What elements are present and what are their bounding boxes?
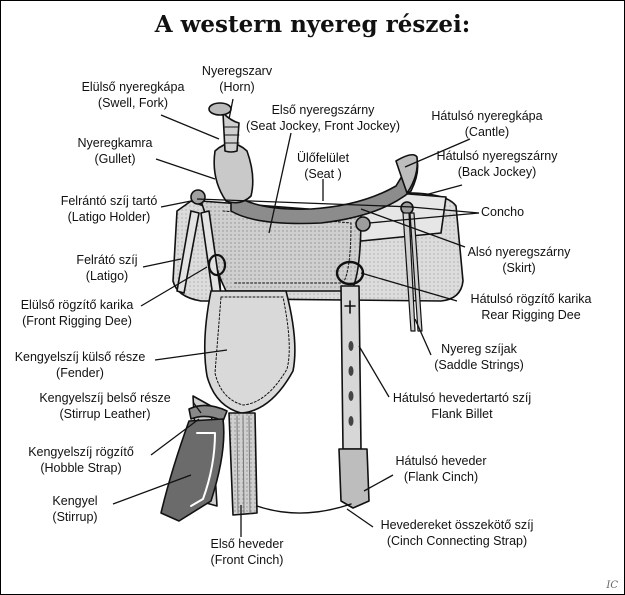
- label-front-cinch: Első heveder(Front Cinch): [210, 537, 284, 567]
- label-back-jockey: Hátulsó nyeregszárny(Back Jockey): [436, 149, 558, 179]
- label-skirt: Alsó nyeregszárny(Skirt): [467, 245, 571, 275]
- label-concho: Concho: [481, 205, 525, 219]
- latigo-holder-knob: [190, 189, 206, 205]
- fender-shape: [203, 290, 296, 414]
- label-swell: Elülső nyeregkápa(Swell, Fork): [81, 80, 185, 110]
- label-latigo: Felrátó szíj(Latigo): [76, 253, 138, 283]
- flank-cinch-shape: [338, 448, 370, 509]
- label-front-dee: Elülső rögzítő karika(Front Rigging Dee): [20, 298, 134, 328]
- label-flank-cinch: Hátulsó heveder(Flank Cinch): [395, 454, 487, 484]
- leader-lines: [112, 98, 480, 537]
- horn-cap: [208, 102, 232, 116]
- label-gullet: Nyeregkamra(Gullet): [77, 136, 153, 166]
- horn-shape: [222, 112, 240, 153]
- label-seat-jockey: Első nyeregszárny(Seat Jockey, Front Joc…: [246, 103, 400, 133]
- label-latigo-holder: Felrántó szíj tartó(Latigo Holder): [60, 194, 158, 224]
- diagram-title: A western nyereg részei:: [154, 11, 471, 38]
- credit-mark: IC: [606, 580, 618, 591]
- label-cinch-connecting-strap: Hevedereket összekötő szíj(Cinch Connect…: [380, 518, 534, 548]
- label-saddle-strings: Nyereg szíjak(Saddle Strings): [434, 342, 524, 372]
- cinch-connecting-strap: [256, 503, 352, 514]
- label-fender: Kengyelszíj külső része(Fender): [14, 350, 146, 380]
- front-dee-ring: [207, 253, 227, 277]
- label-stirrup: Kengyel(Stirrup): [52, 494, 98, 524]
- label-seat: Ülőfelület(Seat ): [296, 151, 350, 181]
- latigo-strap: [176, 210, 200, 294]
- concho-shape: [355, 216, 371, 232]
- saddle-strings: [402, 212, 423, 332]
- label-stirrup-leather: Kengyelszíj belső része(Stirrup Leather): [39, 391, 171, 421]
- stirrup-shape: [160, 418, 225, 522]
- label-cantle: Hátulsó nyeregkápa(Cantle): [431, 109, 543, 139]
- label-hobble-strap: Kengyelszíj rögzítő(Hobble Strap): [28, 445, 134, 475]
- label-horn: Nyeregszarv(Horn): [201, 64, 273, 94]
